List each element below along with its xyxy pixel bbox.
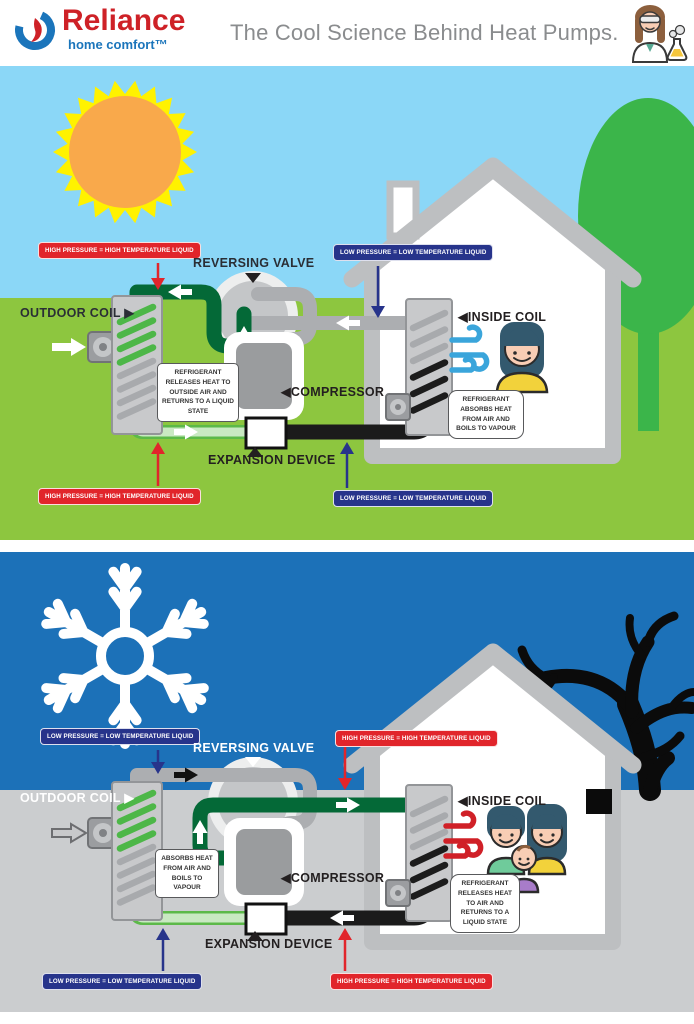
pressure-badge: HIGH PRESSURE = HIGH TEMPERATURE LIQUID bbox=[38, 242, 201, 259]
brand-tagline: home comfort™ bbox=[68, 37, 168, 52]
sun-icon bbox=[53, 80, 197, 224]
pressure-badge: HIGH PRESSURE = HIGH TEMPERATURE LIQUID bbox=[330, 973, 493, 990]
pointer-down bbox=[245, 757, 261, 767]
indoor-note: REFRIGERANT RELEASES HEAT TO AIR AND RET… bbox=[450, 874, 520, 933]
outdoor-coil-unit bbox=[52, 295, 163, 435]
reliance-logo: Reliance home comfort™ bbox=[12, 6, 185, 54]
bare-tree-icon bbox=[517, 611, 694, 801]
reliance-flame-swirl-icon bbox=[15, 10, 55, 50]
pressure-badge: LOW PRESSURE = LOW TEMPERATURE LIQUID bbox=[333, 490, 494, 507]
winter-heating-diagram: LOW PRESSURE = LOW TEMPERATURE LIQUID HI… bbox=[0, 552, 694, 1012]
brand-name: Reliance bbox=[62, 4, 186, 37]
reversing-valve-label: REVERSING VALVE bbox=[193, 741, 315, 755]
inside-coil-label: ◀INSIDE COIL bbox=[458, 310, 547, 324]
outdoor-coil-unit bbox=[51, 781, 163, 921]
expansion-device bbox=[244, 416, 288, 450]
compressor-label: ◀COMPRESSOR bbox=[281, 385, 385, 399]
compressor-label: ◀COMPRESSOR bbox=[281, 871, 385, 885]
resident-icon bbox=[495, 322, 549, 394]
wind-icon bbox=[443, 810, 484, 859]
pressure-badge: LOW PRESSURE = LOW TEMPERATURE LIQUID bbox=[333, 244, 494, 261]
outdoor-note: ABSORBS HEAT FROM AIR AND BOILS TO VAPOU… bbox=[155, 849, 219, 898]
pressure-badge: HIGH PRESSURE = HIGH TEMPERATURE LIQUID bbox=[38, 488, 201, 505]
pointer-up bbox=[247, 447, 263, 457]
outdoor-coil-label: OUTDOOR COIL ▶ bbox=[20, 306, 135, 320]
inside-coil-unit bbox=[385, 298, 453, 436]
airflow-arrow bbox=[52, 338, 86, 356]
family-icon bbox=[486, 804, 567, 894]
inside-coil-unit bbox=[385, 784, 453, 922]
summer-cooling-diagram: HIGH PRESSURE = HIGH TEMPERATURE LIQUID … bbox=[0, 66, 694, 540]
wind-icon bbox=[449, 324, 490, 373]
pressure-badge: LOW PRESSURE = LOW TEMPERATURE LIQUID bbox=[42, 973, 203, 990]
outdoor-note: REFRIGERANT RELEASES HEAT TO OUTSIDE AIR… bbox=[157, 363, 239, 422]
pressure-badge: LOW PRESSURE = LOW TEMPERATURE LIQUID bbox=[40, 728, 201, 745]
compressor bbox=[224, 818, 304, 906]
expansion-device-label: EXPANSION DEVICE bbox=[208, 453, 336, 467]
header: Reliance home comfort™ The Cool Science … bbox=[0, 0, 694, 64]
inside-coil-label: ◀INSIDE COIL bbox=[458, 794, 547, 808]
compressor bbox=[224, 332, 304, 420]
airflow-arrow bbox=[51, 822, 88, 844]
pointer-up bbox=[247, 931, 263, 941]
expansion-device bbox=[244, 902, 288, 936]
scientist-with-flask-icon bbox=[614, 1, 690, 68]
page-title: The Cool Science Behind Heat Pumps. bbox=[230, 20, 619, 45]
badge-arrows bbox=[151, 263, 385, 488]
reversing-valve-label: REVERSING VALVE bbox=[193, 256, 315, 270]
pointer-down bbox=[245, 273, 261, 283]
indoor-note: REFRIGERANT ABSORBS HEAT FROM AIR AND BO… bbox=[448, 390, 524, 439]
chimney bbox=[586, 789, 612, 814]
snowflake-icon bbox=[41, 563, 209, 749]
pressure-badge: HIGH PRESSURE = HIGH TEMPERATURE LIQUID bbox=[335, 730, 498, 747]
expansion-device-label: EXPANSION DEVICE bbox=[205, 937, 333, 951]
outdoor-coil-label: OUTDOOR COIL ▶ bbox=[20, 791, 135, 805]
badge-arrows bbox=[151, 747, 352, 971]
